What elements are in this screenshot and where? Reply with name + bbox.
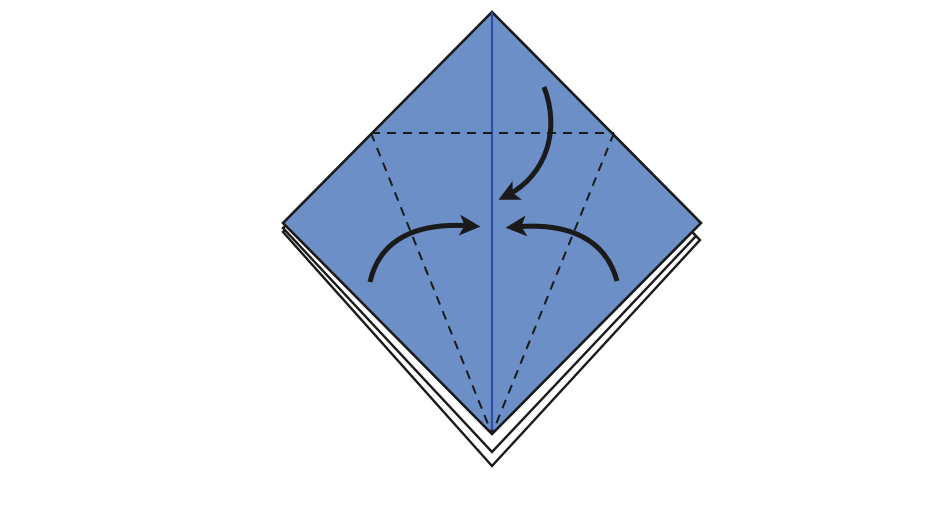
- fold-line-right-diagonal: [491, 132, 615, 435]
- arrow-top-flap-down: [498, 86, 554, 200]
- arrow-right-flap-to-center: [505, 215, 620, 282]
- arrow-left-flap-to-center: [367, 214, 481, 283]
- fold-line-left-diagonal: [370, 132, 493, 435]
